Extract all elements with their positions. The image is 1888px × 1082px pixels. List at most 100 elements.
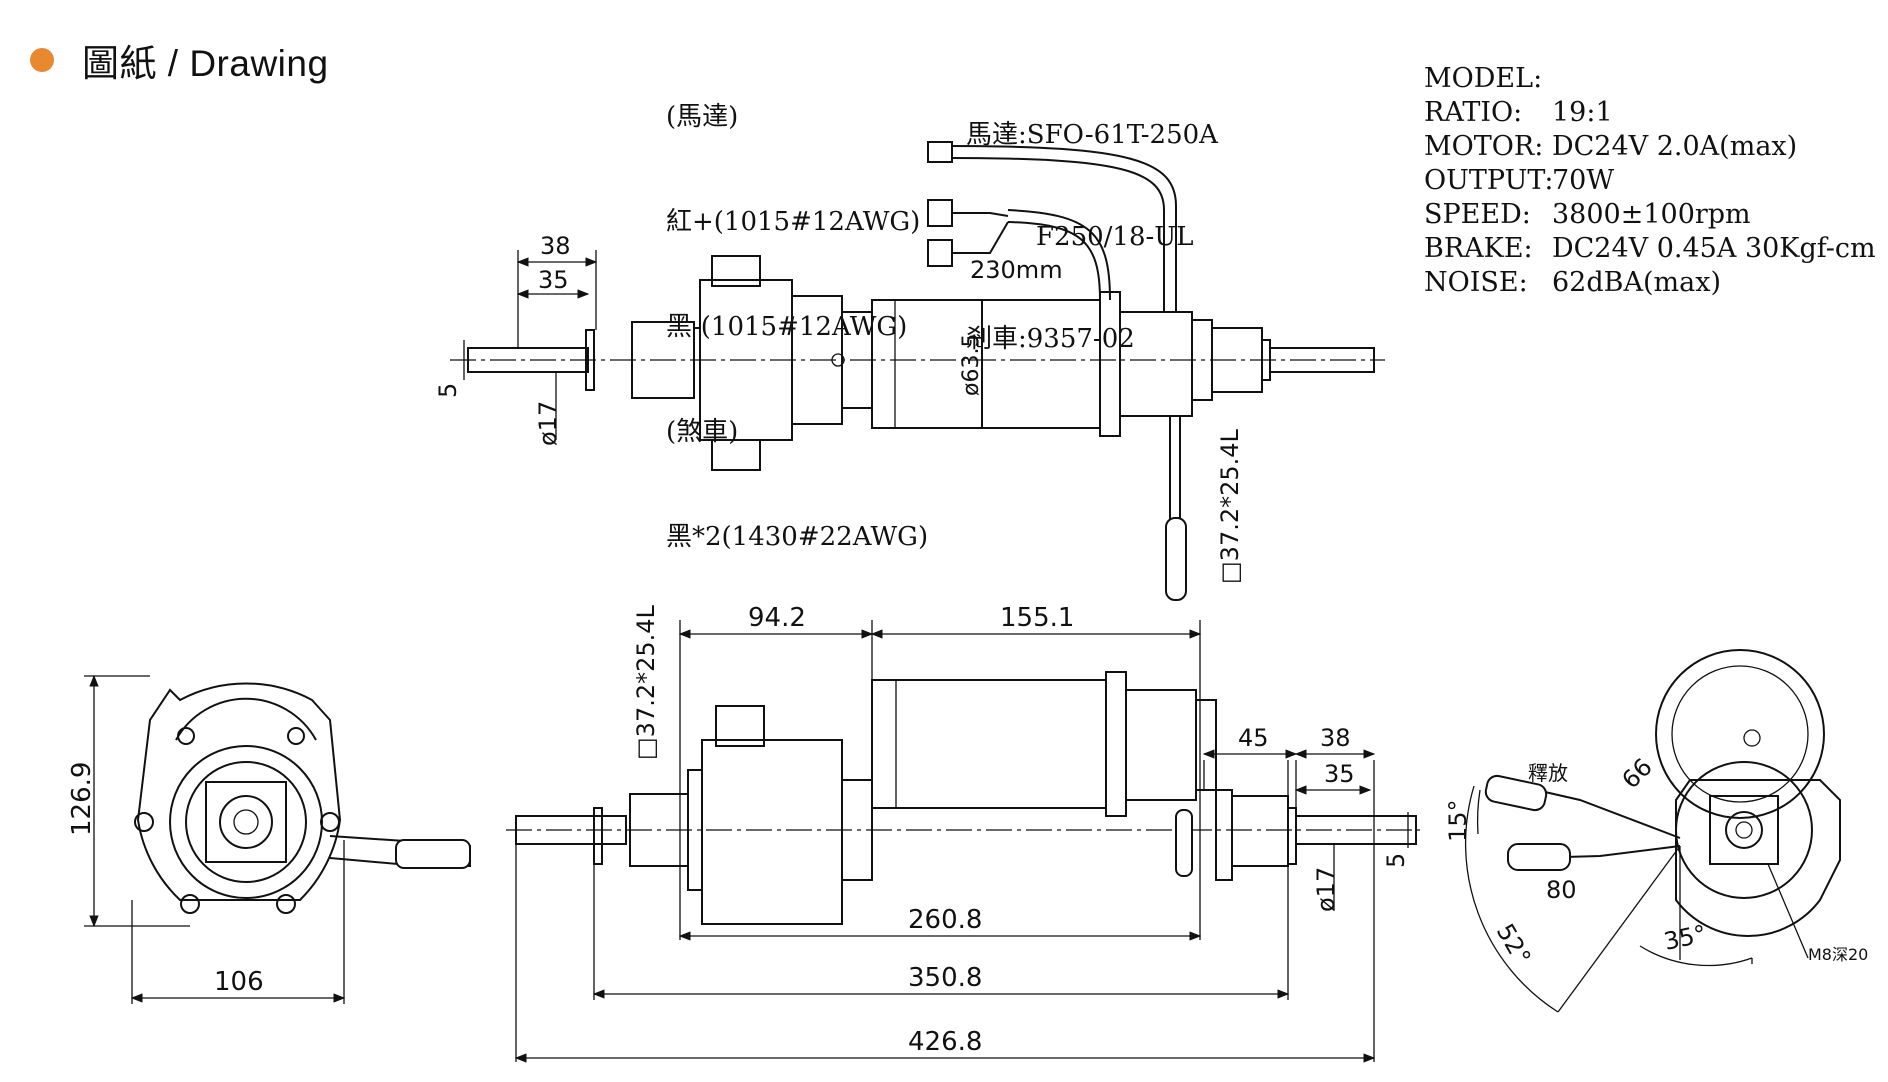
- motor-note: 剎車:9357-02: [966, 324, 1135, 354]
- front-gearbox: [701, 739, 843, 925]
- spec-key: BRAKE:: [1424, 233, 1533, 264]
- brake-cable: [949, 145, 1177, 312]
- dim-label: 35: [538, 266, 569, 294]
- dim-label: 230mm: [970, 256, 1063, 284]
- left-inner-ring: [185, 761, 307, 883]
- right-square-hole: [1709, 795, 1779, 865]
- right-housing: [1675, 779, 1841, 937]
- connector-icon: [927, 239, 953, 267]
- right-brake-inner: [1671, 665, 1809, 803]
- top-release-grip[interactable]: [1165, 517, 1187, 601]
- motor-notes: 馬達:SFO-61T-250A F250/18-UL 剎車:9357-02: [966, 50, 1218, 390]
- front-motor-endcap: [1105, 671, 1127, 817]
- bolt-icon: [180, 894, 200, 914]
- spec-row: OUTPUT:70W: [1424, 164, 1876, 198]
- top-release-lever: [1169, 415, 1181, 521]
- connector-wire: [952, 212, 1009, 217]
- wire-note: 紅+(1015#12AWG): [666, 207, 921, 237]
- dim-label: 66: [1616, 753, 1657, 794]
- connector-icon: [927, 141, 953, 163]
- release-grip-lower[interactable]: [1507, 843, 1571, 871]
- dim-label: 155.1: [1000, 603, 1074, 633]
- spec-key: RATIO:: [1424, 97, 1523, 128]
- top-right-shaft: [1269, 347, 1375, 373]
- release-grip-upper[interactable]: [1484, 774, 1548, 812]
- spec-value: 19:1: [1552, 97, 1613, 128]
- bolt-icon: [276, 894, 296, 914]
- spec-row: SPEED: 3800±100rpm: [1424, 198, 1876, 232]
- spec-row: RATIO: 19:1: [1424, 96, 1876, 130]
- dim-label: M8深20: [1808, 945, 1868, 964]
- page-title: 圖紙 / Drawing: [82, 43, 329, 84]
- wire-note: (馬達): [666, 102, 739, 132]
- spec-row: MODEL:: [1424, 62, 1876, 96]
- dim-label: 38: [1320, 724, 1351, 752]
- angle-arc: [1476, 789, 1481, 835]
- leader-line: [1767, 863, 1809, 959]
- bullet-dot-icon: [30, 48, 54, 72]
- spec-value: DC24V 2.0A(max): [1552, 131, 1798, 162]
- dim-label: 126.9: [67, 762, 97, 836]
- spec-row: NOISE: 62dBA(max): [1424, 266, 1876, 300]
- dim-label: ø63.5: [959, 334, 984, 396]
- front-gear-lug: [715, 705, 765, 747]
- right-outer-ring: [1675, 761, 1813, 899]
- connector-wire: [952, 221, 1009, 254]
- front-right-flange: [1215, 789, 1233, 881]
- wire-note: (煞車): [666, 417, 739, 447]
- dim-label: 260.8: [908, 905, 982, 935]
- left-end-view: 126.9 106: [67, 674, 471, 1004]
- dim-label: 5: [434, 383, 462, 398]
- front-right-bearing: [1231, 795, 1289, 867]
- motor-note: F250/18-UL: [1036, 222, 1194, 252]
- front-release-lever[interactable]: [1175, 809, 1193, 877]
- dim-label: □37.2*25.4L: [1216, 428, 1244, 584]
- connector-icon: [927, 199, 953, 227]
- spec-key: MOTOR:: [1424, 131, 1544, 162]
- spec-key: SPEED:: [1424, 199, 1531, 230]
- spec-row: BRAKE:DC24V 0.45A 30Kgf-cm: [1424, 232, 1876, 266]
- dim-label: ø17: [534, 401, 562, 446]
- dim-label: 45: [1238, 724, 1269, 752]
- top-left-washer: [585, 329, 595, 391]
- wire-note: 黑*2(1430#22AWG): [666, 522, 929, 552]
- dim-label: 35: [1324, 760, 1355, 788]
- dim-label: 52°: [1491, 919, 1537, 970]
- right-brake-circle: [1655, 649, 1825, 819]
- top-motor-body: [871, 299, 1101, 429]
- front-brake-cap: [1195, 699, 1217, 791]
- bolt-icon: [320, 812, 340, 832]
- front-right-shaft: [1295, 815, 1417, 845]
- right-end-view: 釋放 66 15° 80 35° 52° M8深20: [1444, 649, 1868, 1013]
- bolt-icon: [1743, 729, 1761, 747]
- left-top-boss: [175, 697, 317, 741]
- spec-value: 3800±100rpm: [1552, 199, 1751, 230]
- left-shaft-end: [219, 795, 273, 849]
- angle-line: [1557, 845, 1681, 1013]
- wire-note: 黑-(1015#12AWG): [666, 312, 908, 342]
- front-right-washer: [1287, 807, 1297, 865]
- dim-label: 94.2: [748, 603, 806, 633]
- dim-label: 5: [1382, 853, 1410, 868]
- motor-cable: [1007, 209, 1111, 301]
- dim-label: 15°: [1444, 799, 1472, 842]
- dim-label: 35°: [1661, 920, 1708, 956]
- spec-value: 62dBA(max): [1552, 267, 1721, 298]
- spec-key: NOISE:: [1424, 267, 1528, 298]
- left-shaft-bore: [233, 809, 259, 835]
- top-flange-lug: [711, 255, 761, 287]
- dim-label: ø17: [1312, 867, 1340, 912]
- front-left-shaft: [515, 815, 627, 845]
- header: 圖紙 / Drawing: [30, 38, 329, 84]
- top-view: 38 35 5 ø17 230mm ø63.5 □37.2*25.4L: [434, 141, 1385, 601]
- angle-arc: [1464, 785, 1559, 1013]
- top-left-bearing: [631, 321, 695, 399]
- bolt-icon: [287, 727, 305, 745]
- left-release-grip[interactable]: [395, 839, 471, 869]
- dim-label: 106: [214, 967, 264, 997]
- left-outer-ring: [169, 745, 323, 899]
- spec-row: MOTOR: DC24V 2.0A(max): [1424, 130, 1876, 164]
- dim-label: 38: [540, 232, 571, 260]
- top-gear-bolt: [831, 353, 845, 367]
